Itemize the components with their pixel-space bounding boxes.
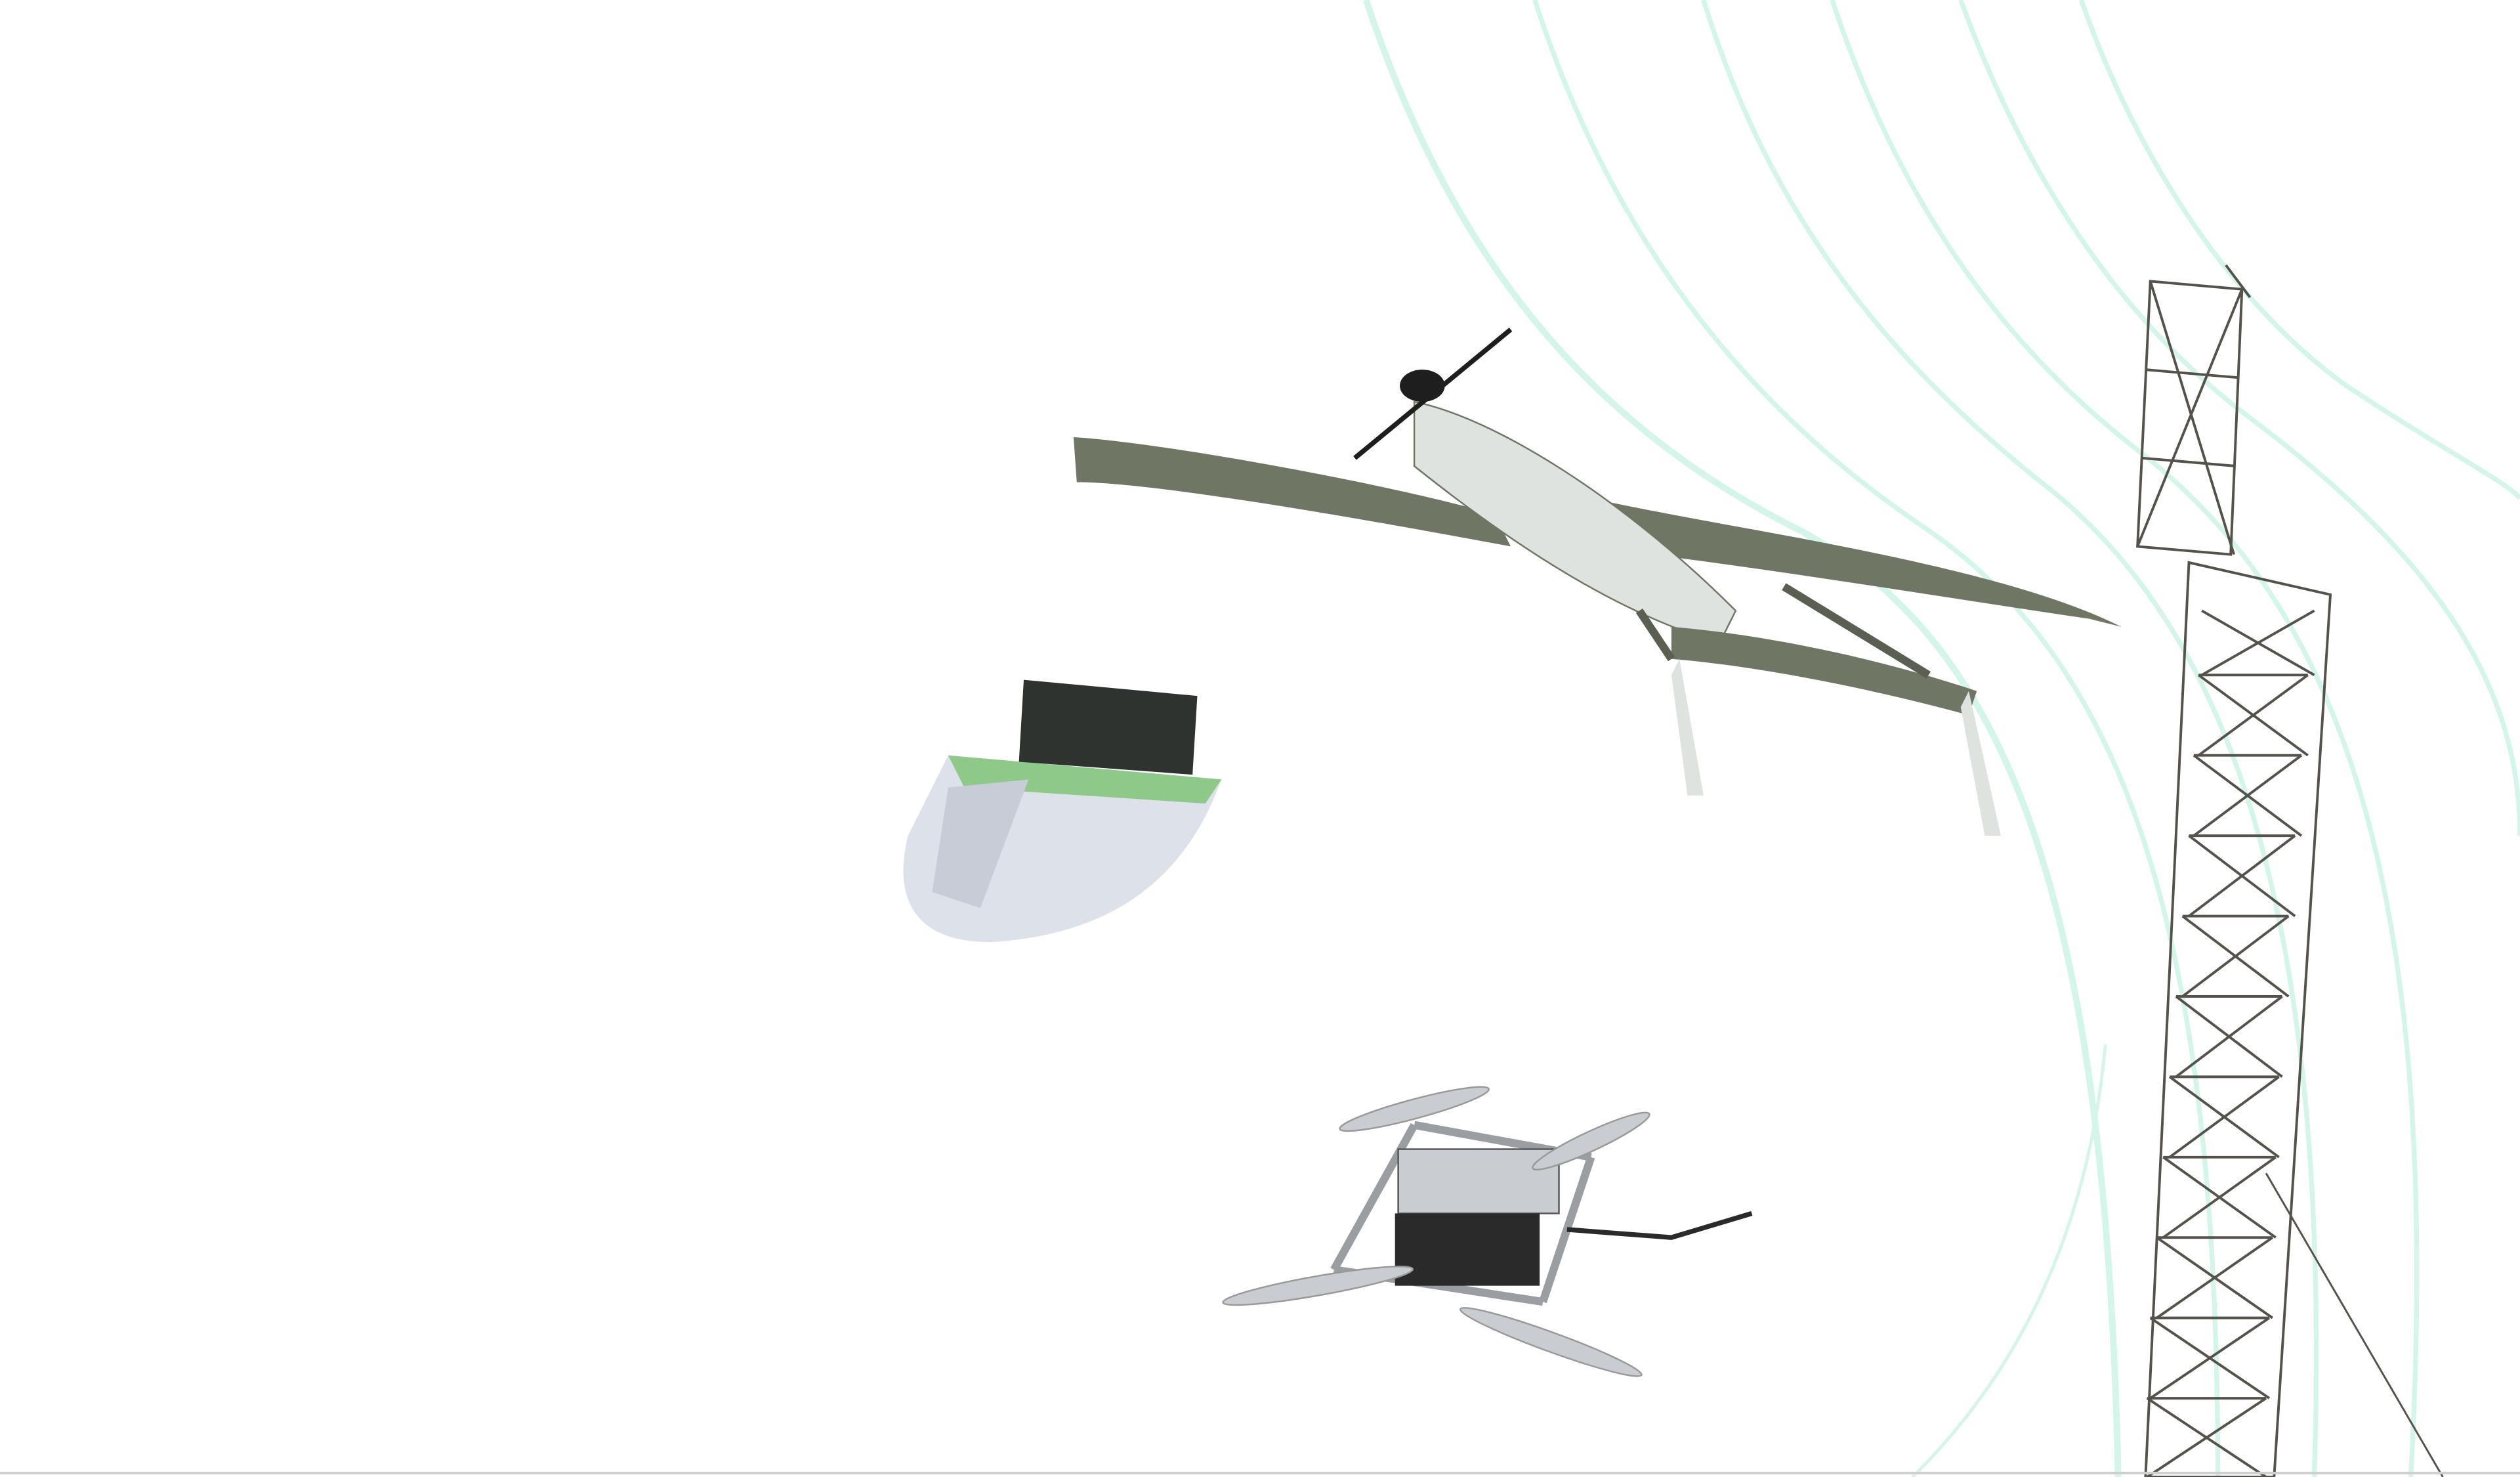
bottom-divider [0,1472,2520,1474]
tower-lattice [2146,609,2315,1477]
quadcopter-drone [1222,1086,1753,1377]
payload-pod [903,679,1222,942]
fixed-wing-drone [1073,328,2122,836]
tower [2136,264,2444,1477]
